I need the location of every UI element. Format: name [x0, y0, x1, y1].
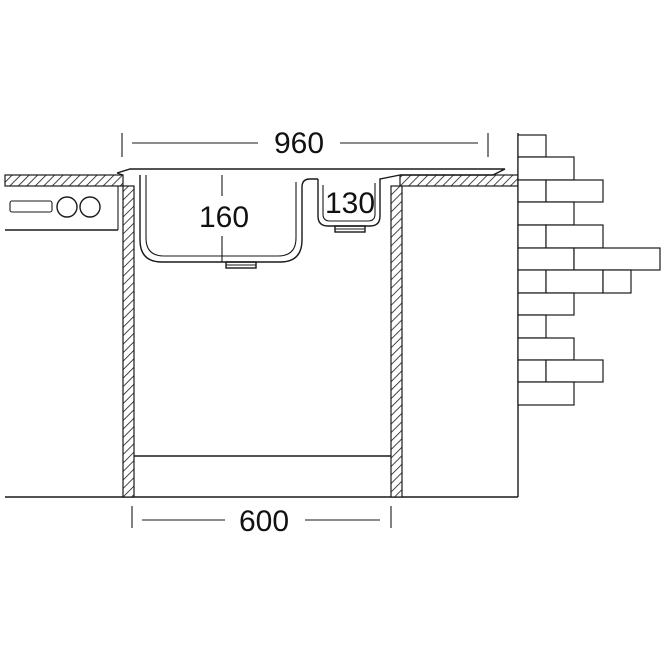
- dimension-overall-width: 960: [121, 127, 489, 160]
- sink-small-bowl: [317, 174, 401, 227]
- sink-main-bowl: [139, 175, 318, 263]
- sink-top-plate: [116, 168, 506, 176]
- dimension-960-label: 960: [274, 127, 324, 160]
- countertop-right: [399, 174, 519, 187]
- small-bowl-drain: [334, 225, 366, 233]
- dimension-160-label: 160: [199, 201, 249, 234]
- main-bowl-drain: [225, 261, 257, 269]
- appliance-knob-2: [79, 196, 101, 218]
- appliance-knob-1: [56, 196, 78, 218]
- dimension-130-label: 130: [325, 187, 375, 220]
- dimension-cabinet-width: 600: [131, 505, 392, 538]
- brick-wall: [517, 133, 661, 497]
- appliance-left: [5, 186, 119, 231]
- cabinet-wall-left: [122, 185, 135, 498]
- cabinet-wall-right: [390, 185, 403, 498]
- countertop-left: [4, 174, 124, 187]
- dimension-600-label: 600: [239, 505, 289, 538]
